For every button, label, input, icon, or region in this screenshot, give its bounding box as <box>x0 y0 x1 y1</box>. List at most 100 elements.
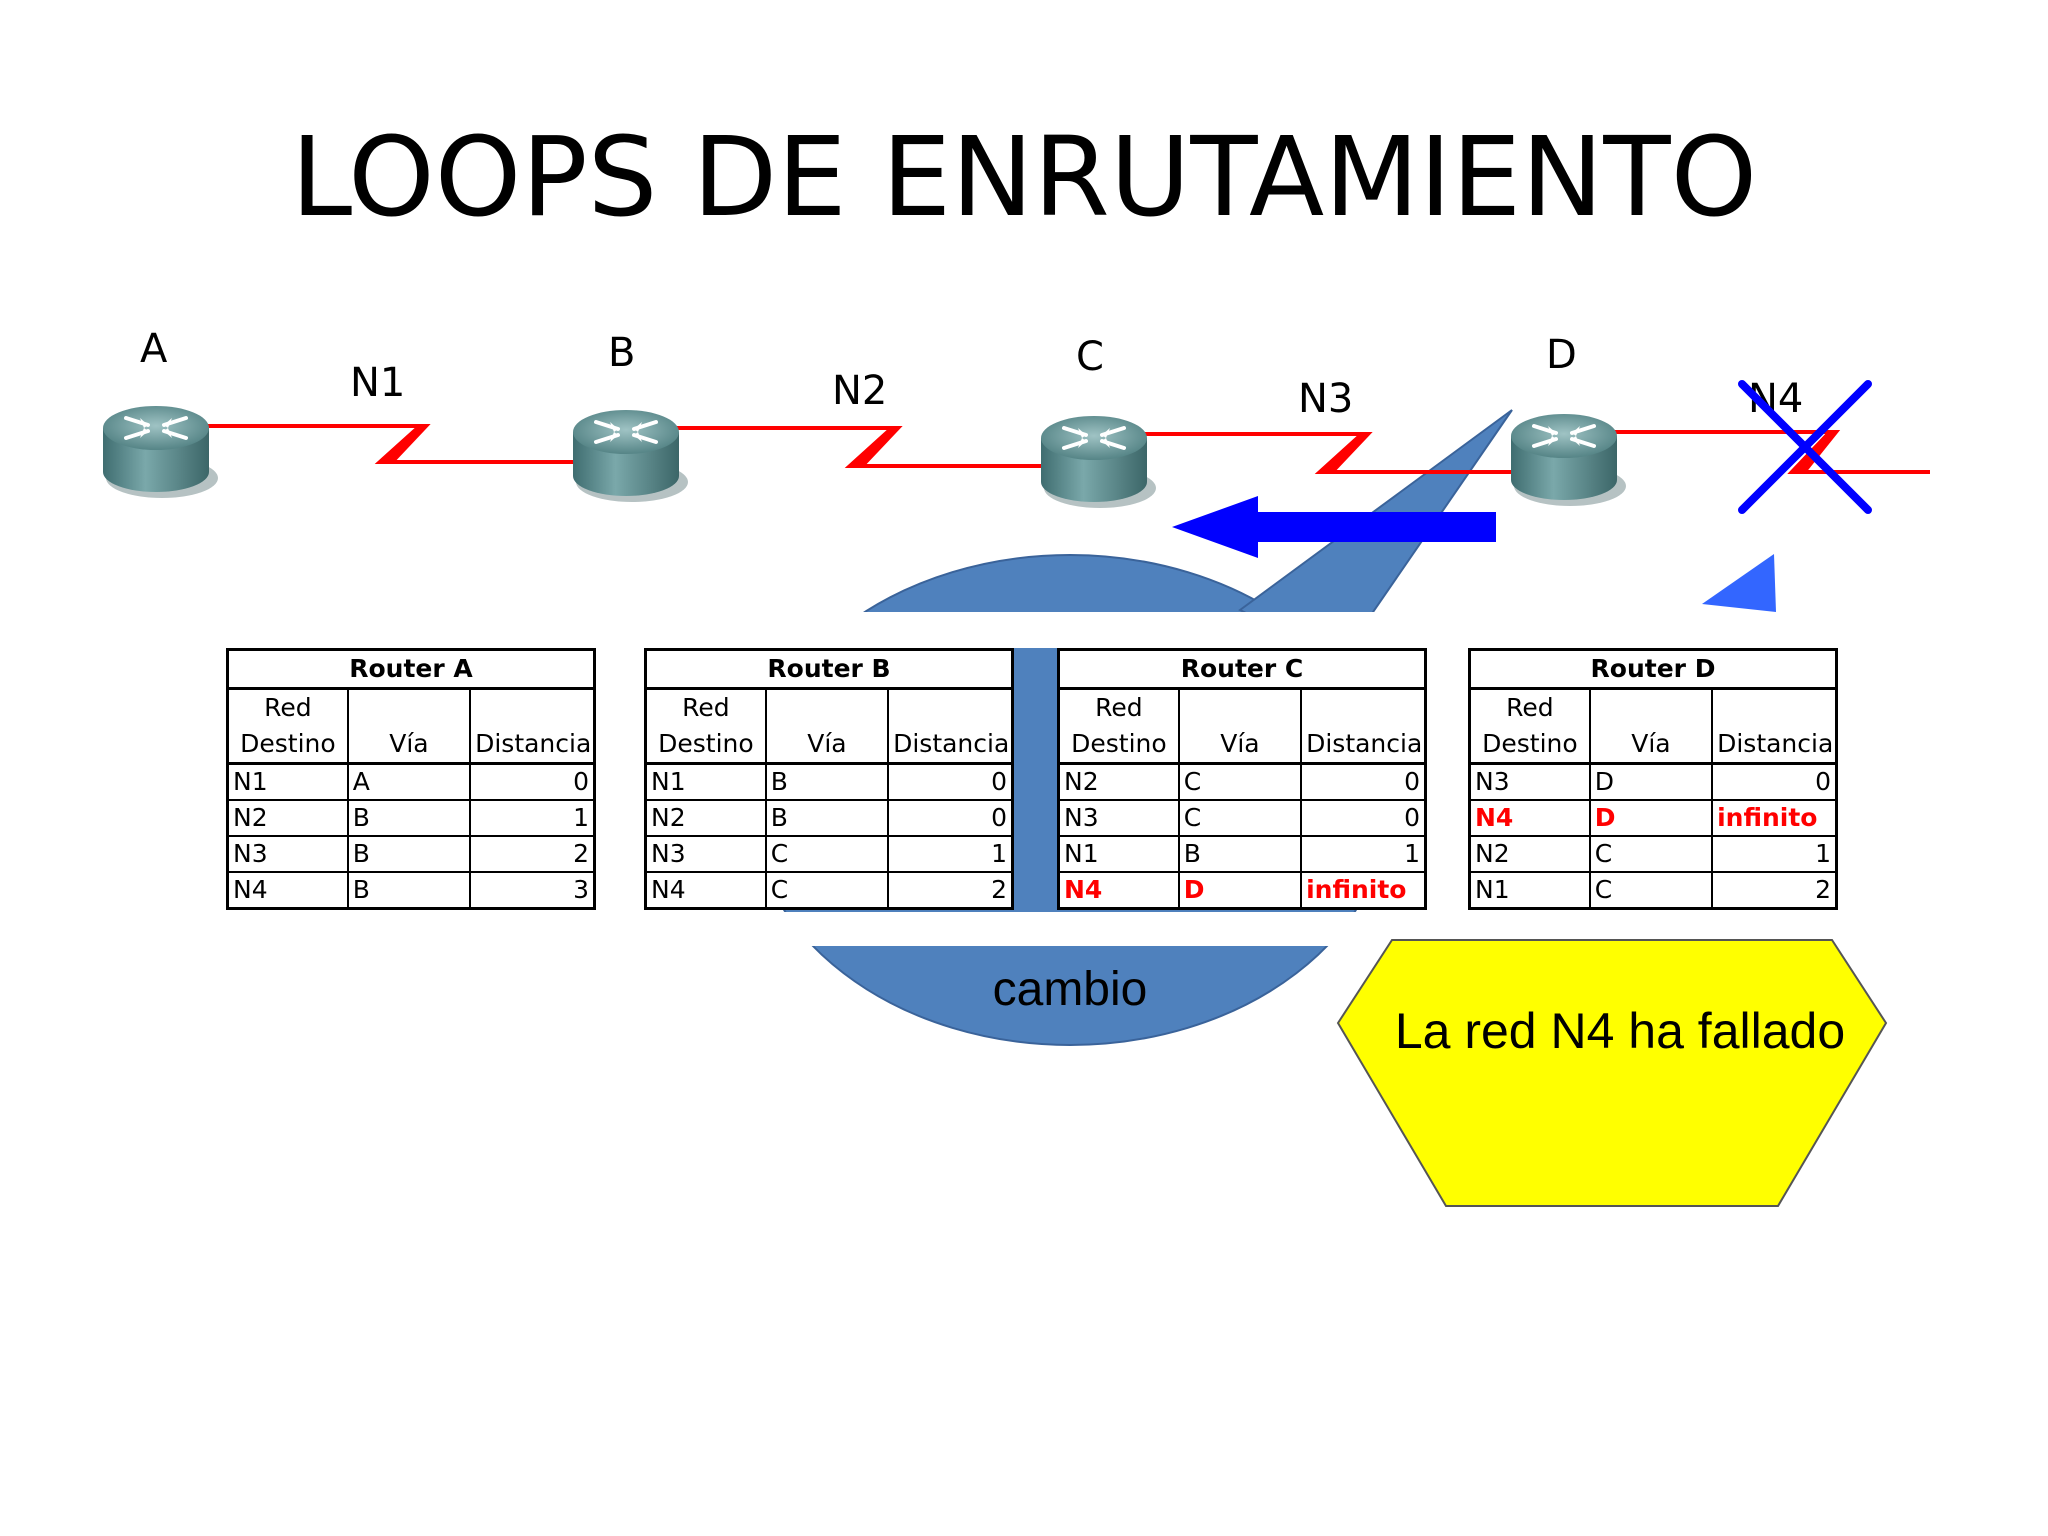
link-n3-bolt <box>1314 432 1373 474</box>
col-red-destino: Red Destino <box>644 687 767 765</box>
col-distancia: Distancia <box>1300 687 1427 765</box>
fallo-callout-shape <box>1336 939 1888 1207</box>
cell-via: C <box>764 871 890 910</box>
router-a-icon <box>101 404 220 500</box>
cambio-callout-text: cambio <box>992 963 1148 1016</box>
cell-red-destino: N3 <box>226 835 349 873</box>
link-label-n2: N2 <box>832 368 887 414</box>
cell-via: C <box>1177 799 1303 837</box>
cell-distancia: 1 <box>1711 835 1838 873</box>
cell-red-destino: N4 <box>1468 799 1591 837</box>
col-red-destino: Red Destino <box>1057 687 1180 765</box>
cell-red-destino: N1 <box>1468 871 1591 910</box>
router-d-icon <box>1509 412 1628 508</box>
cell-via: B <box>1177 835 1303 873</box>
router-label-d: D <box>1546 332 1577 378</box>
router-c-icon <box>1039 414 1158 510</box>
cell-via: B <box>764 762 890 801</box>
cell-via: B <box>346 835 472 873</box>
col-distancia: Distancia <box>1711 687 1838 765</box>
table-router-name: Router B <box>644 648 1014 690</box>
cell-red-destino: N1 <box>226 762 349 801</box>
cell-distancia: 2 <box>887 871 1014 910</box>
cell-red-destino: N2 <box>1057 762 1180 801</box>
cell-distancia: 1 <box>887 835 1014 873</box>
cell-distancia: 1 <box>1300 835 1427 873</box>
cell-distancia: infinito <box>1711 799 1838 837</box>
cell-via: C <box>1588 835 1714 873</box>
cell-via: B <box>764 799 890 837</box>
cell-red-destino: N3 <box>1468 762 1591 801</box>
col-red-destino: Red Destino <box>226 687 349 765</box>
link-label-n1: N1 <box>350 360 405 406</box>
link-lines <box>200 424 1930 474</box>
table-router-name: Router A <box>226 648 596 690</box>
cell-via: D <box>1588 762 1714 801</box>
col-distancia: Distancia <box>469 687 596 765</box>
col-red-destino: Red Destino <box>1468 687 1591 765</box>
cell-red-destino: N1 <box>644 762 767 801</box>
col-distancia: Distancia <box>887 687 1014 765</box>
cell-distancia: 0 <box>1300 799 1427 837</box>
cell-red-destino: N2 <box>644 799 767 837</box>
link-n1-bolt <box>374 424 431 464</box>
cell-distancia: 1 <box>469 799 596 837</box>
cell-distancia: 0 <box>887 799 1014 837</box>
cell-red-destino: N4 <box>1057 871 1180 910</box>
cell-distancia: 3 <box>469 871 596 910</box>
col-via: Vía <box>1588 687 1714 765</box>
cell-distancia: 0 <box>469 762 596 801</box>
cell-red-destino: N2 <box>1468 835 1591 873</box>
link-failure-x-icon <box>1738 380 1872 514</box>
cell-red-destino: N3 <box>644 835 767 873</box>
router-label-b: B <box>608 330 635 376</box>
cell-distancia: 2 <box>469 835 596 873</box>
cell-via: D <box>1588 799 1714 837</box>
cell-distancia: 0 <box>1711 762 1838 801</box>
cell-via: B <box>346 799 472 837</box>
link-n4 <box>1600 430 1930 474</box>
col-via: Vía <box>764 687 890 765</box>
table-router-name: Router C <box>1057 648 1427 690</box>
cell-red-destino: N4 <box>644 871 767 910</box>
cell-red-destino: N3 <box>1057 799 1180 837</box>
router-label-c: C <box>1076 334 1104 380</box>
cell-red-destino: N4 <box>226 871 349 910</box>
table-router-name: Router D <box>1468 648 1838 690</box>
col-via: Vía <box>346 687 472 765</box>
cell-via: C <box>1588 871 1714 910</box>
fallo-callout-text: La red N4 ha fallado <box>1394 1003 1846 1059</box>
cell-distancia: 0 <box>1300 762 1427 801</box>
cell-red-destino: N1 <box>1057 835 1180 873</box>
cell-via: D <box>1177 871 1303 910</box>
cell-distancia: 2 <box>1711 871 1838 910</box>
update-arrow-icon <box>1172 496 1496 558</box>
slide-title: LOOPS DE ENRUTAMIENTO <box>290 113 1758 241</box>
link-label-n3: N3 <box>1298 376 1353 422</box>
router-label-a: A <box>140 326 168 372</box>
fallo-callout-pointer <box>1702 554 1776 612</box>
cell-via: A <box>346 762 472 801</box>
cell-distancia: 0 <box>887 762 1014 801</box>
router-b-icon <box>571 408 690 504</box>
